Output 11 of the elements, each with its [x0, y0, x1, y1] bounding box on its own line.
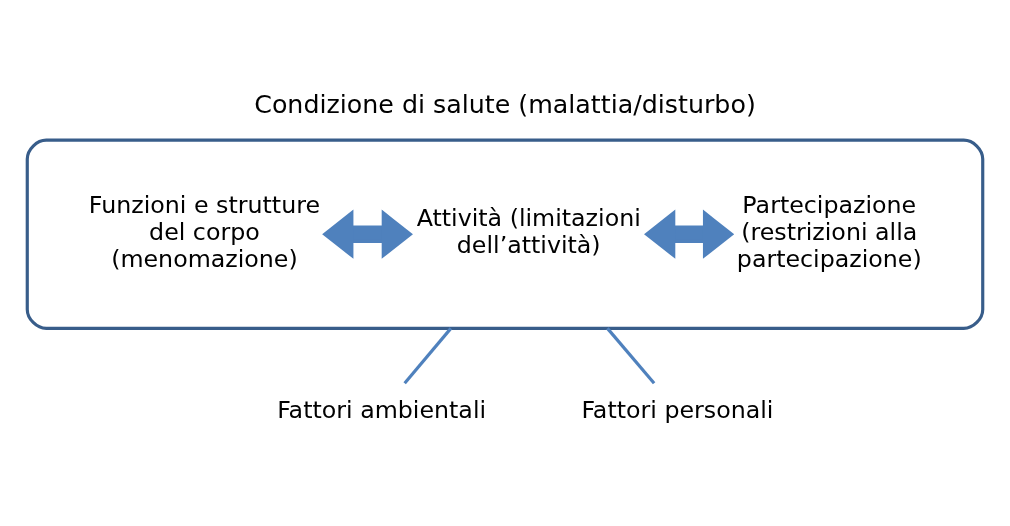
node-text: Fattori ambientali — [277, 395, 487, 424]
node-text: Partecipazione (restrizioni alla partecipazione) — [736, 190, 922, 273]
arrow — [644, 209, 735, 259]
connector — [606, 326, 656, 384]
node-text: Fattori personali — [581, 395, 774, 424]
node-text: Funzioni e strutture del corpo (menomazione) — [88, 190, 321, 273]
arrow — [322, 209, 413, 259]
diagram-title: Condizione di salute (malattia/disturbo) — [254, 89, 756, 119]
connector — [403, 326, 453, 384]
cluster — [25, 138, 985, 330]
node-text: Attività (limitazioni dell’attività) — [416, 203, 641, 259]
